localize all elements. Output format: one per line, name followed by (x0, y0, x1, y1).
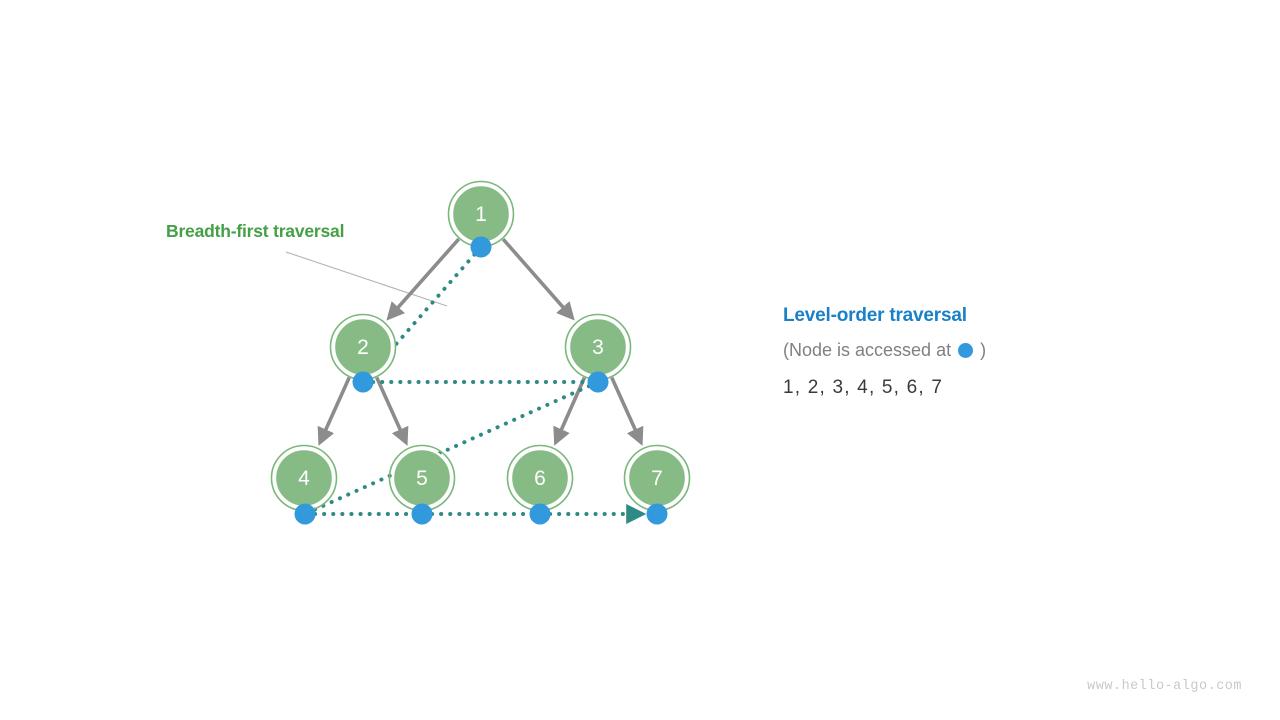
legend-subtitle-after: ) (980, 340, 987, 360)
site-watermark: www.hello-algo.com (1087, 679, 1242, 694)
traversal-sequence: 1, 2, 3, 4, 5, 6, 7 (783, 377, 944, 398)
tree-nodes: 1 2 3 4 5 6 7 (270, 180, 691, 512)
tree-node-5: 5 (388, 444, 456, 512)
visit-dot-6 (529, 503, 551, 525)
caption-leader-line (285, 251, 448, 307)
visit-dot-icon (958, 343, 974, 358)
tree-node-label: 1 (475, 203, 487, 226)
visit-dot-7 (646, 503, 668, 525)
visit-dot-2 (352, 371, 374, 393)
breadth-first-traversal-caption: Breadth-first traversal (166, 221, 345, 241)
tree-node-label: 5 (416, 467, 428, 490)
legend-panel: Level-order traversal (Node is accessed … (783, 305, 1203, 399)
tree-node-2: 2 (329, 313, 397, 381)
tree-node-label: 3 (592, 336, 604, 359)
tree-node-label: 4 (298, 467, 310, 490)
visit-dot-5 (411, 503, 433, 525)
tree-node-3: 3 (564, 313, 632, 381)
visit-dot-1 (470, 236, 492, 258)
legend-title: Level-order traversal (783, 305, 967, 326)
tree-node-label: 7 (651, 467, 663, 490)
tree-node-6: 6 (506, 444, 574, 512)
legend-subtitle-before: (Node is accessed at (783, 340, 952, 360)
visit-dot-4 (294, 503, 316, 525)
tree-node-4: 4 (270, 444, 338, 512)
legend-subtitle: (Node is accessed at ) (783, 340, 1203, 361)
tree-node-label: 2 (357, 336, 369, 359)
visit-dots (294, 236, 668, 525)
traversal-path (312, 252, 647, 524)
tree-node-7: 7 (623, 444, 691, 512)
visit-dot-3 (587, 371, 609, 393)
tree-node-label: 6 (534, 467, 546, 490)
